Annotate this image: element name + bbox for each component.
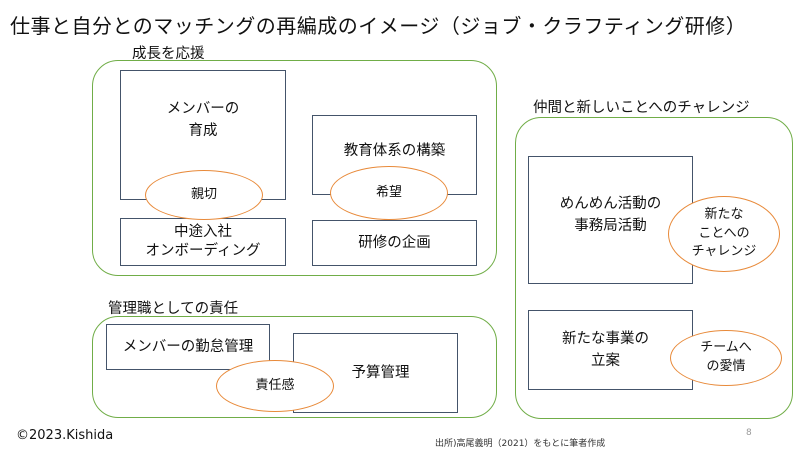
ellipse-new-challenge-line3: チャレンジ [691,244,757,260]
box-menmen-line1: めんめん活動の [559,195,662,212]
source-note: 出所)高尾義明（2021）をもとに筆者作成 [435,439,606,449]
box-new-business-line2: 立案 [591,353,620,369]
box-midcareer-line1: 中途入社 [173,224,232,241]
group-label-management: 管理職としての責任 [108,301,239,317]
box-education-system-label: 教育体系の構築 [343,142,446,159]
ellipse-hope: 希望 [330,166,448,220]
box-new-business: 新たな事業の 立案 [528,310,693,390]
ellipse-kindness: 親切 [145,170,263,220]
group-challenge [515,117,793,419]
box-member-training-line1: メンバーの [166,100,240,117]
box-menmen: めんめん活動の 事務局活動 [528,156,693,284]
ellipse-team-love: チームへ の愛情 [670,330,782,386]
ellipse-hope-label: 希望 [375,184,402,200]
ellipse-new-challenge-line1: 新たな [704,206,744,222]
box-budget-label: 予算管理 [351,364,410,381]
box-member-training-line2: 育成 [188,123,218,139]
copyright: ©2023.Kishida [16,428,114,443]
page-number: 8 [746,428,752,438]
box-attendance: メンバーの勤怠管理 [106,324,270,370]
ellipse-responsibility-label: 責任感 [255,377,295,393]
ellipse-kindness-label: 親切 [190,186,217,202]
group-management [92,316,497,418]
ellipse-new-challenge-line2: ことへの [698,225,750,241]
box-new-business-line1: 新たな事業の [562,330,649,347]
ellipse-new-challenge: 新たな ことへの チャレンジ [668,196,780,272]
box-training-planning: 研修の企画 [312,220,477,266]
group-label-growth: 成長を応援 [132,46,205,62]
box-attendance-label: メンバーの勤怠管理 [122,338,254,355]
page-title: 仕事と自分とのマッチングの再編成のイメージ（ジョブ・クラフティング研修） [10,14,747,38]
group-growth [92,60,497,276]
ellipse-team-love-line2: の愛情 [706,359,746,374]
group-label-challenge: 仲間と新しいことへのチャレンジ [533,100,750,116]
box-midcareer-line2: オンボーディング [145,243,261,259]
ellipse-responsibility: 責任感 [216,360,334,412]
box-menmen-line2: 事務局活動 [574,218,647,234]
box-midcareer-onboarding: 中途入社 オンボーディング [120,218,286,266]
box-training-planning-label: 研修の企画 [358,234,431,251]
ellipse-team-love-line1: チームへ [700,340,752,356]
